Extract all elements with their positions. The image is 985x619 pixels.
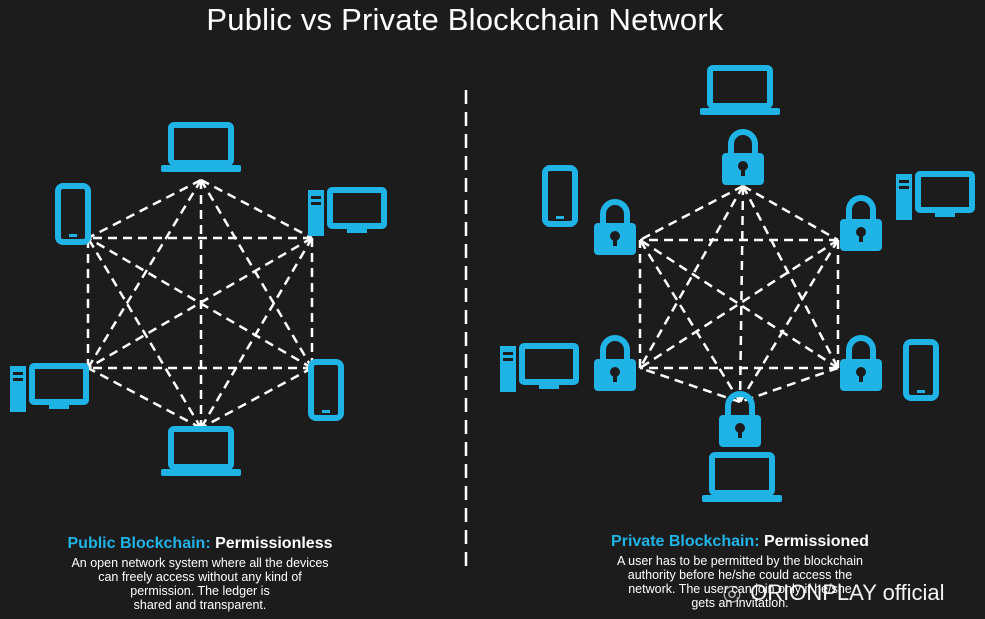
private-heading-rest: Permissioned (764, 533, 869, 550)
public-heading-rest: Permissionless (215, 535, 333, 552)
watermark-logo-icon: ◎ (722, 580, 742, 605)
mesh-connection (638, 185, 745, 369)
mesh-connection (742, 184, 839, 242)
mesh-connection (200, 178, 313, 240)
public-description-line: can freely access without any kind of (98, 570, 302, 584)
public-caption: Public Blockchain: Permissionless An ope… (20, 534, 380, 612)
mesh-connection (638, 239, 742, 403)
public-node-laptop-bottom (161, 429, 241, 476)
private-device-laptop-bottom (702, 455, 782, 502)
private-device-phone-right (906, 342, 936, 398)
mesh-connection (738, 239, 840, 403)
public-heading-accent: Public Blockchain: (67, 535, 211, 552)
public-node-laptop-top (161, 125, 241, 172)
private-description-line: network. The user can join only if he/sh… (628, 582, 852, 596)
page-title: Public vs Private Blockchain Network (206, 2, 724, 37)
public-network-edges (86, 178, 314, 430)
mesh-connection (200, 366, 313, 430)
public-description-line: An open network system where all the dev… (71, 556, 329, 570)
mesh-connection (87, 178, 202, 240)
mesh-connection (639, 238, 839, 370)
mesh-connection (87, 236, 313, 370)
mesh-connection (87, 236, 313, 370)
public-node-phone-left (58, 186, 88, 242)
private-caption: Private Blockchain: Permissioned A user … (560, 532, 920, 610)
private-lock-right-upper (840, 198, 882, 251)
private-network-edges (638, 184, 840, 404)
mesh-connection (739, 366, 839, 404)
private-heading: Private Blockchain: Permissioned (560, 532, 920, 552)
mesh-connection (639, 366, 741, 404)
private-device-desktop-right (896, 174, 972, 220)
mesh-connection (639, 184, 744, 242)
public-node-desktop-left (10, 366, 86, 412)
public-heading: Public Blockchain: Permissionless (20, 534, 380, 554)
private-heading-accent: Private Blockchain: (611, 533, 760, 550)
private-description: A user has to be permitted by the blockc… (560, 554, 920, 610)
private-device-desktop-left (500, 346, 576, 392)
private-lock-top (722, 132, 764, 185)
mesh-connection (87, 366, 202, 430)
mesh-connection (199, 179, 314, 369)
public-description: An open network system where all the dev… (20, 556, 380, 612)
public-description-line: permission. The ledger is (130, 584, 270, 598)
mesh-connection (86, 179, 203, 369)
watermark-text: ORIONPLAY official (750, 580, 945, 605)
mesh-connection (639, 238, 839, 370)
private-lock-left-lower (594, 338, 636, 391)
mesh-connection (199, 237, 314, 429)
public-description-line: shared and transparent. (133, 598, 267, 612)
watermark: ◎ ORIONPLAY official (720, 580, 980, 606)
mesh-connection (86, 237, 203, 429)
mesh-connection (738, 185, 745, 403)
private-description-line: A user has to be permitted by the blockc… (617, 554, 863, 568)
private-description-line: gets an invitation. (691, 596, 789, 610)
public-node-phone-right (311, 362, 341, 418)
private-device-laptop-top (700, 68, 780, 115)
private-lock-right-lower (840, 338, 882, 391)
private-device-phone-left (545, 168, 575, 224)
mesh-connection (741, 185, 840, 369)
public-node-desktop-right (308, 190, 384, 236)
private-lock-left-upper (594, 202, 636, 255)
private-description-line: authority before he/she could access the (627, 568, 853, 582)
